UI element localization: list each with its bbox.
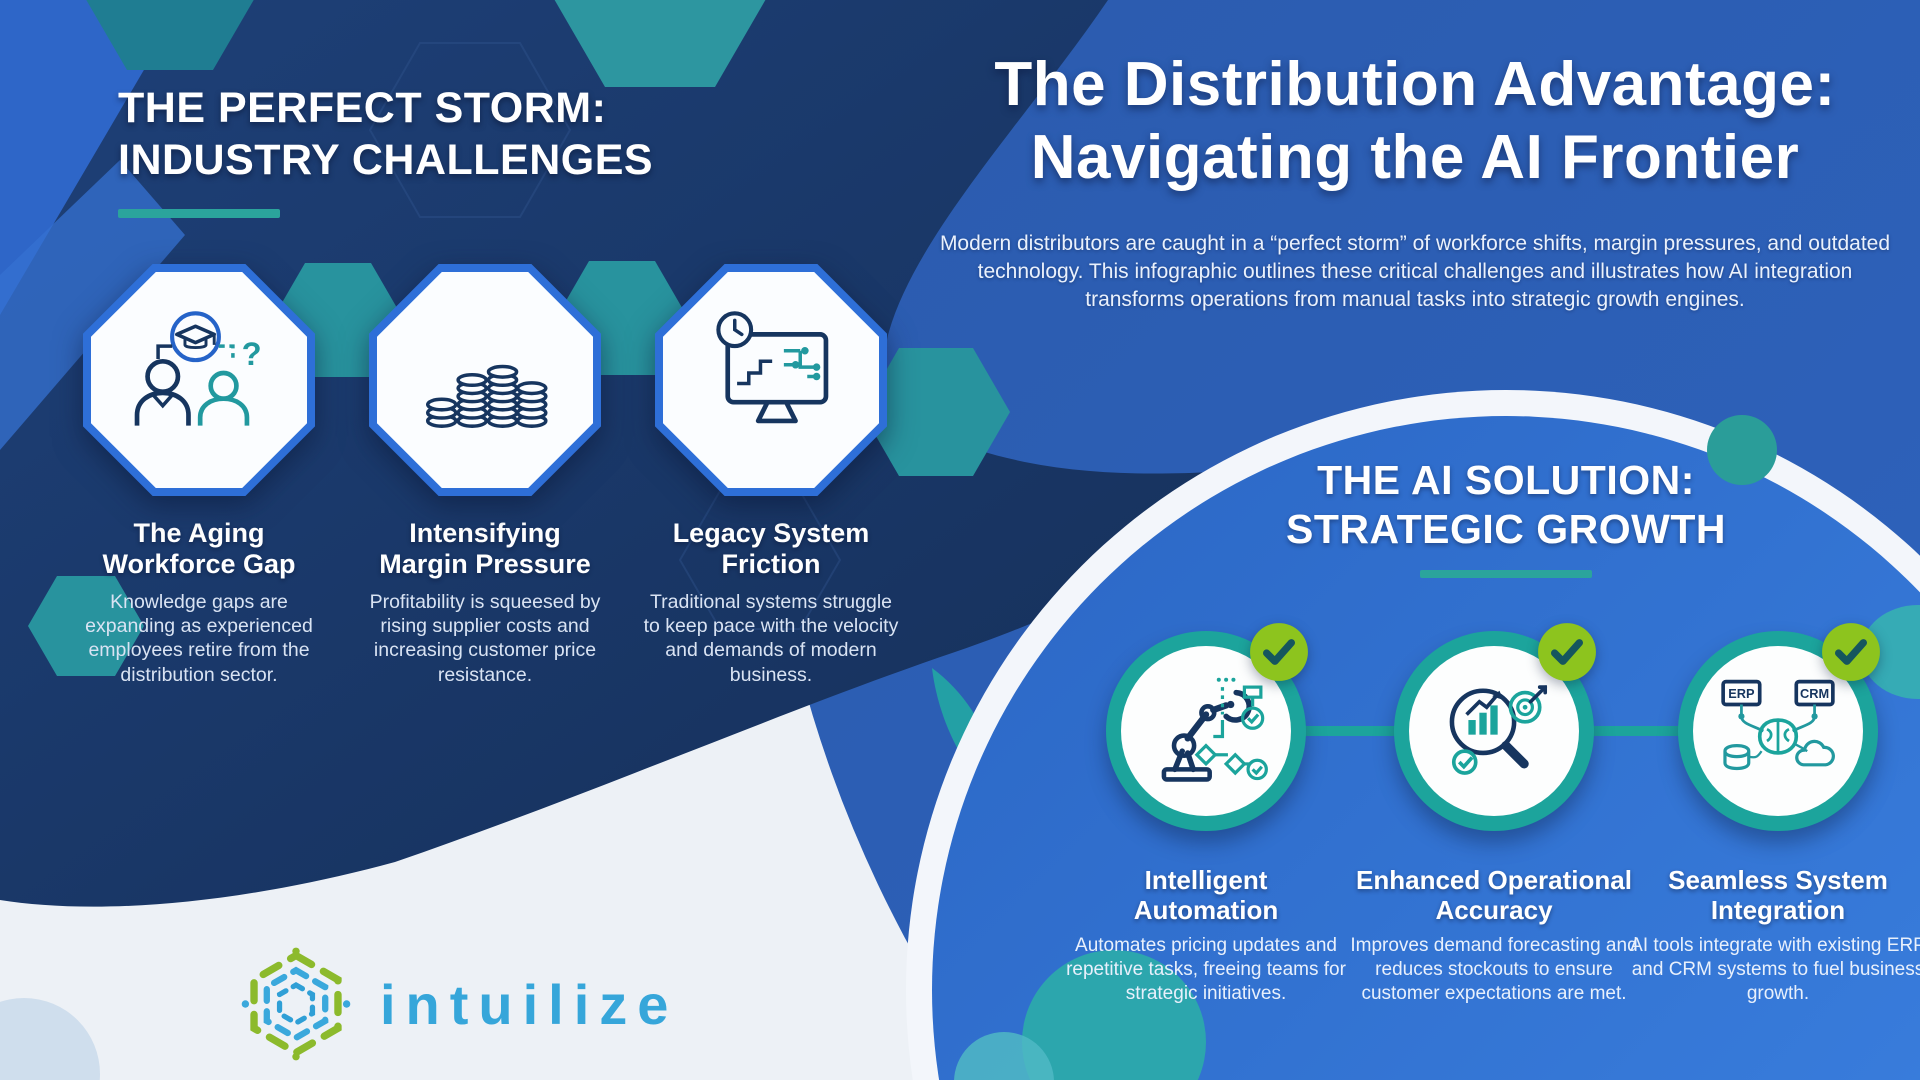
check-badge-icon — [1822, 623, 1880, 681]
circle-frame — [1394, 623, 1596, 831]
pale-blob — [0, 998, 100, 1080]
challenges-heading: THE PERFECT STORM: INDUSTRY CHALLENGES — [118, 82, 653, 187]
solution-card-automation: Intelligent Automation Automates pricing… — [1056, 623, 1356, 1006]
teal-blob — [1022, 950, 1206, 1080]
card-description: AI tools integrate with existing ERP and… — [1630, 935, 1920, 1004]
corner-stripe-2 — [0, 160, 185, 450]
robot-automation-icon — [1161, 677, 1268, 782]
accuracy-magnifier-icon — [1449, 685, 1548, 775]
main-title-block: The Distribution Advantage: Navigating t… — [920, 48, 1910, 194]
solution-heading: THE AI SOLUTION: STRATEGIC GROWTH — [1286, 457, 1726, 553]
card-description: Knowledge gaps are expanding as experien… — [85, 591, 313, 686]
teal-hexagon — [28, 576, 144, 676]
circle-frame: ERP CRM — [1678, 623, 1880, 831]
card-title: Intensifying Margin Pressure — [379, 518, 591, 580]
solution-card-integration: ERP CRM Seamless System — [1628, 623, 1920, 1006]
card-title: Enhanced Operational Accuracy — [1356, 865, 1632, 926]
teal-underline — [1420, 570, 1592, 579]
question-mark-glyph: ? — [242, 335, 262, 372]
teal-blob-small — [954, 1032, 1054, 1080]
teal-hexagon — [862, 348, 1010, 476]
card-title: Intelligent Automation — [1133, 865, 1279, 926]
intuilize-logo-icon — [241, 947, 351, 1061]
teal-hexagon — [554, 0, 766, 87]
challenge-card-legacy: Legacy System Friction Traditional syste… — [628, 264, 914, 687]
check-badge-icon — [1538, 623, 1596, 681]
hexagon-outline — [368, 42, 572, 218]
teal-underline — [118, 208, 280, 218]
challenges-heading-line1: THE PERFECT STORM: — [118, 84, 607, 132]
challenge-card-margin: Intensifying Margin Pressure Profitabili… — [342, 264, 628, 687]
teal-dot — [1707, 415, 1777, 485]
integration-network-icon: ERP CRM — [1721, 679, 1835, 771]
coin-stacks-icon — [425, 364, 548, 428]
crm-label: CRM — [1800, 686, 1829, 701]
erp-label: ERP — [1728, 686, 1755, 701]
octagon-frame — [628, 264, 914, 496]
challenge-cards-row: ? The Aging Workforce Gap Knowledge gaps… — [56, 264, 914, 687]
solution-card-accuracy: Enhanced Operational Accuracy Improves d… — [1344, 623, 1644, 1006]
circle-frame — [1106, 623, 1308, 831]
aging-workforce-icon: ? — [134, 311, 262, 426]
solution-header: THE AI SOLUTION: STRATEGIC GROWTH — [1206, 456, 1806, 579]
card-title: Legacy System Friction — [672, 518, 870, 580]
intro-paragraph: Modern distributors are caught in a “per… — [939, 232, 1891, 312]
teal-ellipse — [1861, 605, 1920, 699]
card-title: Seamless System Integration — [1668, 865, 1888, 926]
octagon-frame — [342, 264, 628, 496]
check-badge-icon — [1250, 623, 1308, 681]
card-description: Profitability is squeesed by rising supp… — [369, 591, 601, 686]
card-description: Improves demand forecasting and reduces … — [1350, 935, 1638, 1004]
octagon-frame: ? — [56, 264, 342, 496]
card-description: Automates pricing updates and repetitive… — [1066, 935, 1346, 1004]
challenges-heading-line2: INDUSTRY CHALLENGES — [118, 136, 654, 185]
legacy-system-icon — [716, 311, 829, 424]
main-title: The Distribution Advantage: Navigating t… — [994, 50, 1836, 193]
challenges-header: THE PERFECT STORM: INDUSTRY CHALLENGES — [118, 82, 653, 218]
card-title: The Aging Workforce Gap — [102, 518, 296, 580]
navy-blob — [0, 0, 1272, 907]
card-description: Traditional systems struggle to keep pac… — [643, 591, 899, 686]
challenge-card-workforce: ? The Aging Workforce Gap Knowledge gaps… — [56, 264, 342, 687]
intuilize-logo: intuilize — [238, 946, 678, 1062]
teal-hexagon — [86, 0, 254, 70]
logo-wordmark: intuilize — [380, 972, 679, 1036]
